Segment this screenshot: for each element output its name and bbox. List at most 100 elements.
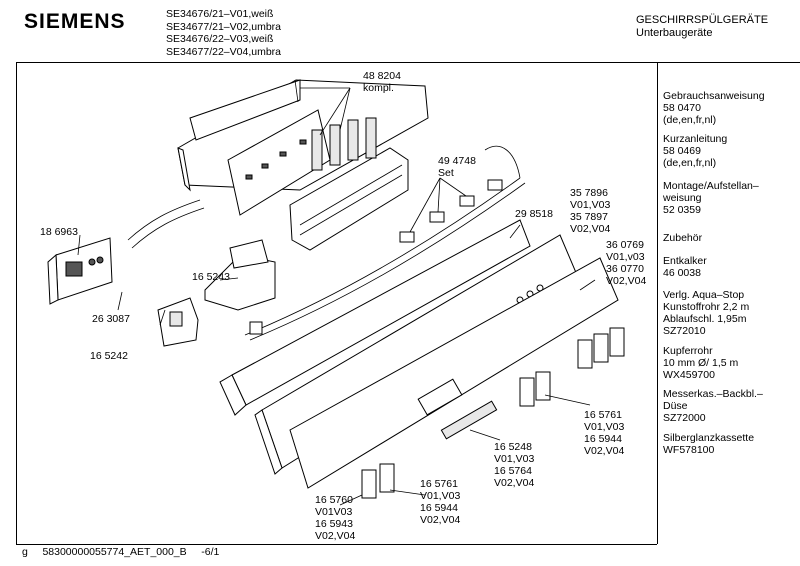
sidebar-line: Zubehör	[663, 232, 703, 244]
part-number: 48 8204	[363, 70, 401, 82]
sidebar-line: 58 0470	[663, 102, 701, 114]
sidebar-entry: Silberglanzkassette WF578100	[663, 432, 754, 456]
model-list: SE34676/21–V01,weiß SE34677/21–V02,umbra…	[166, 8, 281, 58]
sidebar-line: Kupferrohr	[663, 345, 713, 357]
clip-part	[157, 297, 199, 347]
part-number: 16 5760	[315, 494, 353, 506]
category-heading: GESCHIRRSPÜLGERÄTE Unterbaugeräte	[636, 14, 768, 40]
sidebar-line: SZ72010	[663, 325, 706, 337]
sidebar-line: Düse	[663, 400, 688, 412]
part-label: 35 7896 V01,V03 35 7897 V02,V04	[570, 187, 610, 235]
part-label: 16 5243	[192, 271, 230, 283]
sidebar-line: WX459700	[663, 369, 715, 381]
sidebar-line: weisung	[663, 192, 702, 204]
part-number: 16 5943	[315, 518, 353, 530]
part-variant: V02,V04	[584, 445, 625, 457]
sidebar-line: Gebrauchsanweisung	[663, 90, 765, 102]
part-variant: V02,V04	[494, 477, 535, 489]
sidebar-line: (de,en,fr,nl)	[663, 114, 717, 126]
model-line: SE34676/21–V01,weiß	[166, 8, 274, 20]
part-number: 16 5761	[420, 478, 458, 490]
part-number: 26 3087	[92, 313, 130, 325]
sidebar-line: 46 0038	[663, 267, 701, 279]
part-label: 16 5248 V01,V03 16 5764 V02,V04	[494, 441, 534, 489]
part-label: 16 5761 V01,V03 16 5944 V02,V04	[584, 409, 624, 457]
part-number: 16 5944	[584, 433, 622, 445]
part-variant: V02,V04	[570, 223, 611, 235]
exploded-parts-drawing	[47, 79, 625, 506]
sidebar-entry: Montage/Aufstellan– weisung 52 0359	[663, 180, 759, 216]
sidebar-line: Ablaufschl. 1,95m	[663, 313, 747, 325]
sidebar-entry: Messerkas.–Backbl.– Düse SZ72000	[663, 388, 763, 424]
front-trim-part	[289, 257, 619, 489]
control-panel-back-part	[219, 219, 531, 416]
part-number: 18 6963	[40, 226, 78, 238]
sidebar-entry: Verlg. Aqua–Stop Kunstoffrohr 2,2 m Abla…	[663, 289, 749, 337]
model-line: SE34677/21–V02,umbra	[166, 20, 282, 33]
category-subtitle: Unterbaugeräte	[636, 27, 713, 39]
footer-code: 58300000055774_AET_000_B	[42, 546, 187, 558]
bracket-part	[204, 239, 276, 311]
sidebar-entry: Kurzanleitung 58 0469 (de,en,fr,nl)	[663, 133, 727, 169]
sidebar-line: Entkalker	[663, 255, 707, 267]
sidebar-line: Kurzanleitung	[663, 133, 728, 145]
sidebar-line: Kunstoffrohr 2,2 m	[663, 301, 750, 313]
footer: g 58300000055774_AET_000_B -6/1	[22, 546, 219, 558]
part-label: 29 8518	[515, 208, 553, 220]
knob-group-right	[577, 327, 625, 369]
part-number: 16 5944	[420, 502, 458, 514]
sidebar-line: 58 0469	[663, 145, 701, 157]
sidebar-line: Montage/Aufstellan–	[663, 180, 759, 192]
sidebar-line: (de,en,fr,nl)	[663, 157, 717, 169]
part-number: 16 5243	[192, 271, 230, 283]
part-number: 36 0770	[606, 263, 644, 275]
part-label: 16 5761 V01,V03 16 5944 V02,V04	[420, 478, 460, 526]
part-label: 36 0769 V01,v03 36 0770 V02,V04	[606, 239, 646, 287]
display-module-part	[47, 237, 113, 305]
part-variant: V01V03	[315, 506, 353, 518]
part-variant: V02,V04	[606, 275, 647, 287]
part-label: 18 6963	[40, 226, 78, 238]
footer-page: -6/1	[201, 546, 220, 558]
sidebar-entry: Entkalker 46 0038	[663, 255, 707, 279]
model-line: SE34676/22–V03,weiß	[166, 33, 274, 45]
part-label: 26 3087	[92, 313, 130, 325]
switch-block-part	[289, 117, 409, 251]
part-variant: V02,V04	[420, 514, 461, 526]
ribbon-cable-part	[127, 199, 201, 241]
part-number: 16 5764	[494, 465, 532, 477]
sidebar-entry: Kupferrohr 10 mm Ø/ 1,5 m WX459700	[663, 345, 738, 381]
part-label: 48 8204 kompl.	[363, 70, 401, 94]
knob-group-left	[361, 463, 395, 499]
sidebar-line: WF578100	[663, 444, 715, 456]
part-note: Set	[438, 167, 454, 179]
sidebar-line: Messerkas.–Backbl.–	[663, 388, 763, 400]
brand-logo: SIEMENS	[24, 10, 126, 33]
part-label: 16 5760 V01V03 16 5943 V02,V04	[315, 494, 355, 542]
frame-bottom-rule	[16, 544, 657, 545]
model-line: SE34677/22–V04,umbra	[166, 45, 282, 58]
frame-left-rule	[16, 62, 17, 544]
sidebar-line: 52 0359	[663, 204, 701, 216]
part-number: 29 8518	[515, 208, 553, 220]
footer-prefix: g	[22, 546, 28, 558]
category-title: GESCHIRRSPÜLGERÄTE	[636, 14, 769, 26]
part-note: kompl.	[363, 82, 394, 94]
wiring-harness-part	[244, 177, 521, 336]
part-variant: V01,V03	[494, 453, 535, 465]
part-variant: V01,V03	[420, 490, 461, 502]
part-number: 16 5248	[494, 441, 532, 453]
part-number: 35 7896	[570, 187, 608, 199]
part-label: 16 5242	[90, 350, 128, 362]
sidebar-line: Silberglanzkassette	[663, 432, 755, 444]
part-number: 16 5761	[584, 409, 622, 421]
knob-group-middle	[519, 371, 551, 407]
part-number: 36 0769	[606, 239, 644, 251]
part-number: 49 4748	[438, 155, 476, 167]
sidebar-line: SZ72000	[663, 412, 706, 424]
sidebar-entry: Gebrauchsanweisung 58 0470 (de,en,fr,nl)	[663, 90, 765, 126]
part-variant: V01,v03	[606, 251, 645, 263]
part-variant: V01,V03	[584, 421, 625, 433]
part-variant: V01,V03	[570, 199, 611, 211]
part-label: 49 4748 Set	[438, 155, 476, 179]
